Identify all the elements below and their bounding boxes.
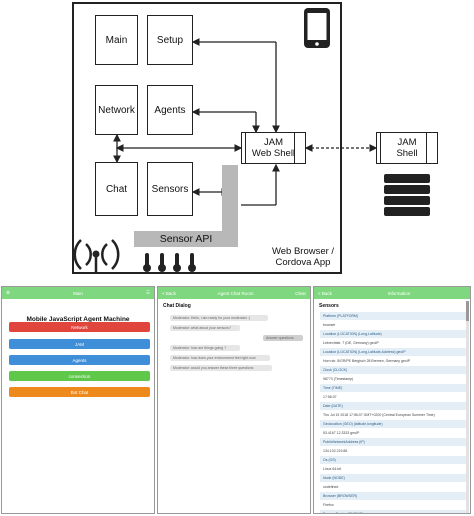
status-bar: < Back Agent Chat Room Clear bbox=[158, 287, 310, 299]
sensor-row: Os (OS) bbox=[320, 456, 466, 464]
screen-sensors: < Back Information Sensors Platform (PLA… bbox=[313, 286, 471, 514]
sensor-row: Location (LOCATION) (Long,Latitude) bbox=[320, 330, 466, 338]
jam-shell: JAM Shell bbox=[376, 132, 438, 164]
sensor-row: 98773 (Timestamp) bbox=[323, 377, 354, 381]
screen-chat: < Back Agent Chat Room Clear Chat Dialog… bbox=[157, 286, 311, 514]
sensor-row: 53.4167 12.3333 geoIP bbox=[323, 431, 360, 435]
phone-icon bbox=[304, 8, 330, 48]
screen-main: ⚙ Main ☰ Mobile JavaScript Agent Machine… bbox=[1, 286, 155, 514]
jam-shell-line-1: JAM bbox=[397, 137, 417, 148]
antenna-icon bbox=[73, 239, 120, 274]
page-title: Mobile JavaScript Agent Machine bbox=[26, 316, 130, 323]
module-chat: Chat bbox=[95, 162, 138, 216]
sensor-row: PublicNetworkAddress (IP) bbox=[320, 438, 466, 446]
sensor-row: Time (TIME) bbox=[320, 384, 466, 392]
sensor-api-label: Sensor API bbox=[134, 231, 238, 247]
sensor-row: Platform (PLATFORM) bbox=[320, 312, 466, 320]
architecture-diagram: Main Setup Network Agents Chat Sensors J… bbox=[72, 2, 438, 274]
sensor-row: Geolocation (GEO) (latitude,longitude) bbox=[320, 420, 466, 428]
jam-web-shell-line-2: Web Shell bbox=[251, 148, 296, 159]
chat-heading: Chat Dialog bbox=[163, 303, 191, 309]
chat-message: Answer questions bbox=[263, 335, 303, 341]
module-setup: Setup bbox=[147, 15, 193, 65]
sensor-row: 134.102.219.86 bbox=[323, 449, 348, 453]
settings-icon[interactable]: ⚙ bbox=[6, 290, 11, 295]
module-sensors: Sensors bbox=[147, 162, 193, 216]
sensor-row: Location (LOCATION) (Long,Latitude,Addre… bbox=[320, 348, 466, 356]
back-button[interactable]: < Back bbox=[162, 290, 176, 296]
bar-title: Main bbox=[73, 290, 83, 296]
clear-button[interactable]: Clear bbox=[295, 290, 306, 296]
sensor-row: browser bbox=[323, 323, 336, 327]
status-bar: ⚙ Main ☰ bbox=[2, 287, 154, 299]
jam-web-shell: JAM Web Shell bbox=[241, 132, 306, 164]
chat-message: Moderator: would you answer these three … bbox=[170, 365, 272, 371]
sensor-row: BrowserEngine (ENGINE) bbox=[320, 510, 466, 513]
chat-message: Moderator: how does your environment fee… bbox=[170, 355, 270, 361]
sensor-row: Clock (CLOCK) bbox=[320, 366, 466, 374]
network-button[interactable]: Network bbox=[9, 322, 150, 332]
menu-icon[interactable]: ☰ bbox=[145, 290, 150, 295]
jam-shell-line-2: Shell bbox=[396, 148, 418, 159]
bar-title: Agent Chat Room bbox=[217, 290, 254, 296]
sensor-row: 17:56:07 bbox=[323, 395, 337, 399]
sensor-row: Thu Jul 19 2018 17:56:07 GMT+0200 (Centr… bbox=[323, 413, 435, 417]
thermometer-icons bbox=[143, 253, 196, 272]
chat-message: Moderator: what about your sensors? bbox=[170, 325, 240, 331]
bar-title: Information bbox=[387, 290, 411, 296]
module-network: Network bbox=[95, 85, 138, 135]
browser-label-line-2: Cordova App bbox=[275, 257, 331, 268]
sensor-row: Node (NODE) bbox=[320, 474, 466, 482]
module-main: Main bbox=[95, 15, 138, 65]
sensor-row: Browser (BROWSER) bbox=[320, 492, 466, 500]
sensor-row: Linux 64-bit bbox=[323, 467, 342, 471]
scrollbar[interactable] bbox=[466, 301, 469, 513]
chat-message: Moderator: how are things going ? bbox=[170, 345, 240, 351]
sensors-heading: Sensors bbox=[319, 303, 339, 309]
sensor-row: Lebrechtstr. 7 (DE, Germany) geoIP bbox=[323, 341, 379, 345]
bot-chat-button[interactable]: Bot Chat bbox=[9, 387, 150, 397]
browser-label: Web Browser / Cordova App bbox=[264, 246, 342, 268]
agents-button[interactable]: Agents bbox=[9, 355, 150, 365]
sensor-row: Date (DATE) bbox=[320, 402, 466, 410]
sensor-row: undefined bbox=[323, 485, 339, 489]
sensor-row: Horn str. 5/GR/PE Bergisch 28 Bremen, Ge… bbox=[323, 359, 411, 363]
back-button[interactable]: < Back bbox=[318, 290, 332, 296]
connection-button[interactable]: connection bbox=[9, 371, 150, 381]
module-agents: Agents bbox=[147, 85, 193, 135]
browser-label-line-1: Web Browser / bbox=[271, 246, 335, 257]
server-icon bbox=[384, 174, 430, 216]
chat-message: Moderator: Hello, i am ready for your mo… bbox=[170, 315, 268, 321]
jam-web-shell-line-1: JAM bbox=[264, 137, 283, 148]
sensor-row: Firefox bbox=[323, 503, 334, 507]
jam-button[interactable]: JAM bbox=[9, 339, 150, 349]
status-bar: < Back Information bbox=[314, 287, 470, 299]
